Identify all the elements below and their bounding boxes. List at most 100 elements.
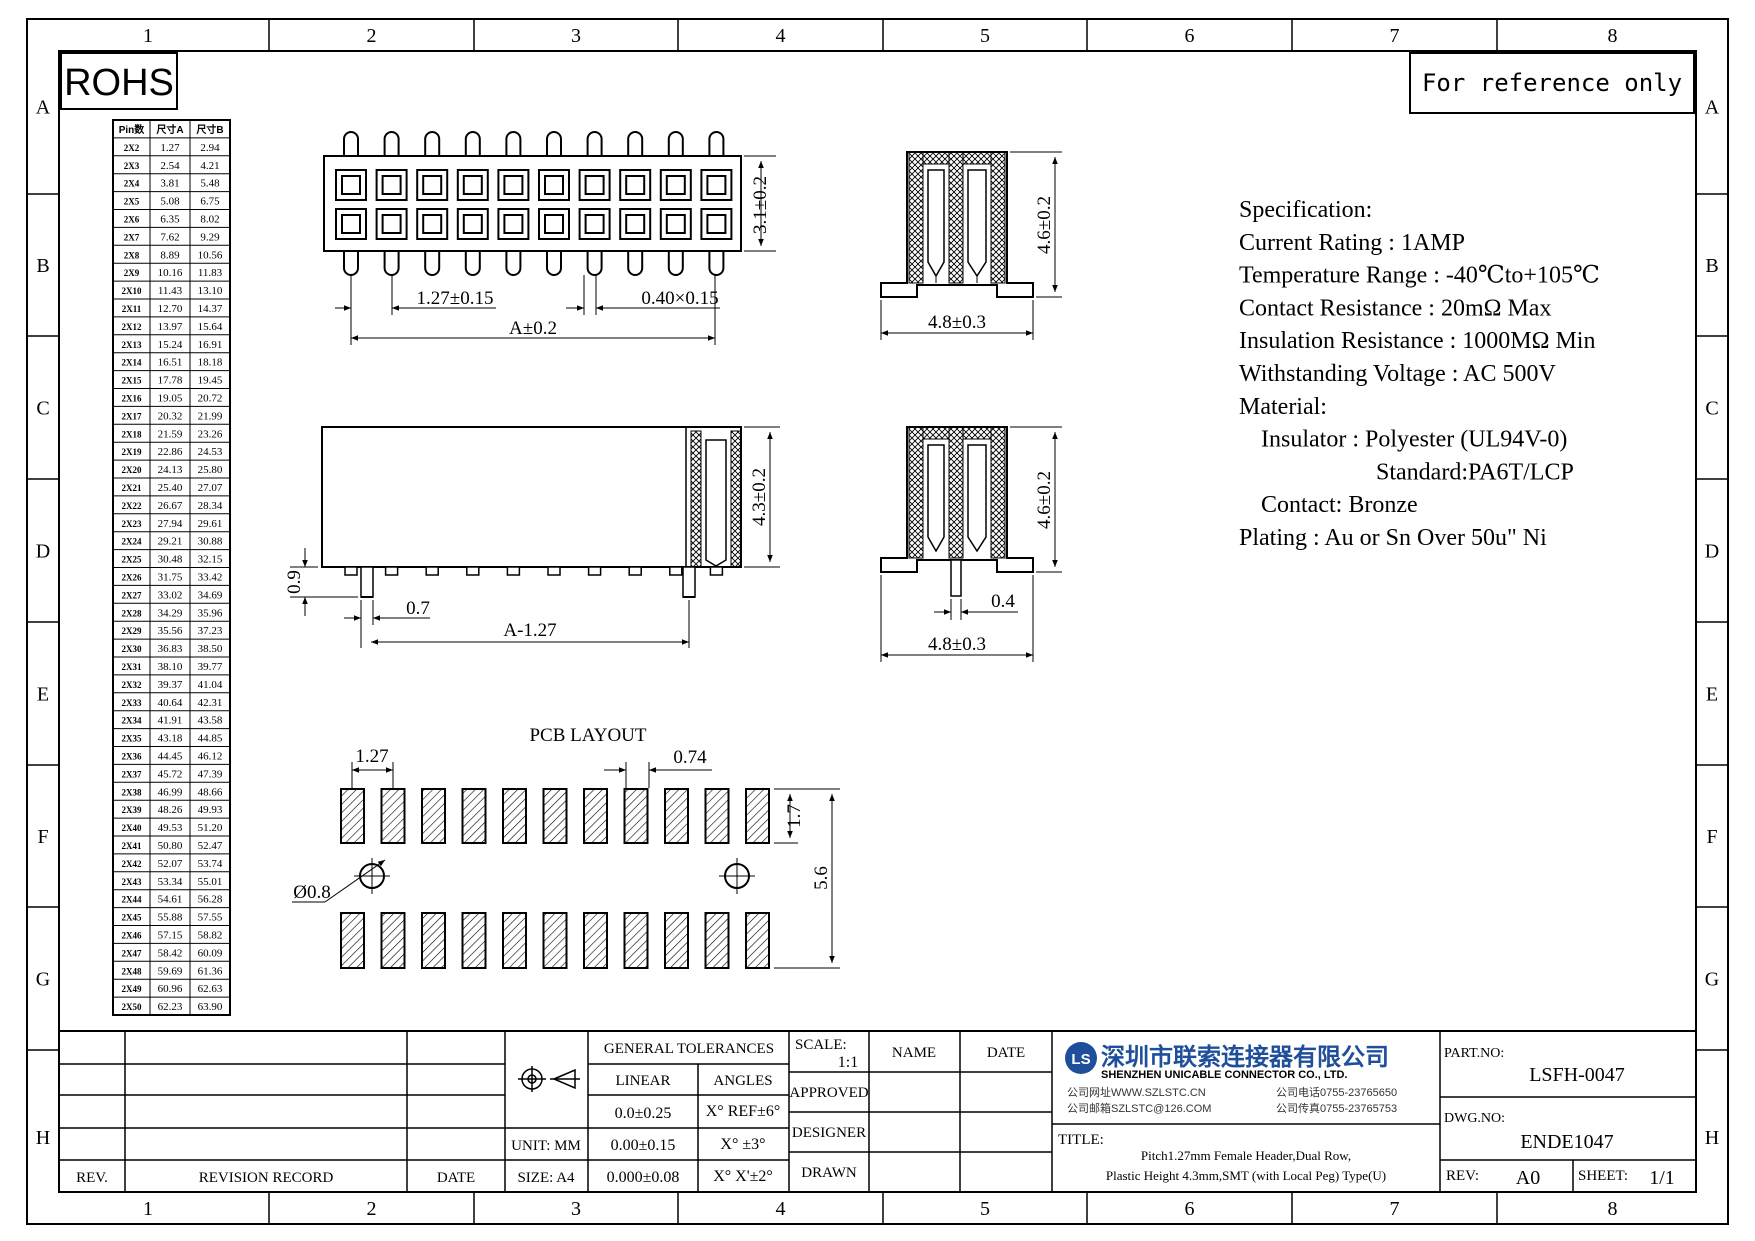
contact-cavity [497, 208, 530, 240]
table-cell: 42.31 [198, 697, 223, 709]
column-zone-label: 5 [980, 1198, 990, 1220]
pcb-row-span-label: 5.6 [811, 866, 832, 890]
table-cell: 34.69 [198, 589, 223, 601]
table-cell: 2X10 [122, 286, 142, 296]
part-no-value: LSFH-0047 [1529, 1064, 1625, 1086]
pin-top [546, 131, 562, 156]
table-cell: 55.88 [158, 912, 183, 924]
table-cell: 10.56 [198, 249, 223, 261]
tol-angle-1: X° REF±6° [706, 1103, 780, 1120]
table-cell: 8.02 [200, 214, 219, 226]
table-cell: 11.43 [158, 285, 183, 297]
pin-top [424, 131, 441, 156]
pin-top [708, 131, 725, 156]
spec-line: Current Rating : 1AMP [1239, 230, 1465, 256]
row-zone-label: H [36, 1127, 50, 1149]
pcb-pad [542, 788, 568, 844]
row-zone-label: H [1705, 1127, 1719, 1149]
table-cell: 2X42 [122, 859, 142, 869]
pin-bottom [546, 251, 562, 276]
table-cell: 2X50 [122, 1002, 142, 1012]
table-cell: 29.21 [158, 536, 183, 548]
spec-line: Withstanding Voltage : AC 500V [1239, 361, 1556, 387]
spec-line: Plating : Au or Sn Over 50u" Ni [1239, 525, 1547, 551]
table-cell: 30.48 [158, 554, 183, 566]
table-cell: 2.54 [160, 160, 180, 172]
standoff-label: 0.9 [284, 570, 305, 594]
table-cell: 2X35 [122, 734, 142, 744]
smt-lead [506, 566, 521, 576]
table-header: Pin数 [119, 123, 146, 136]
row-zone-label: B [36, 255, 49, 277]
table-cell: 49.53 [158, 822, 183, 834]
table-cell: 2X16 [122, 394, 142, 404]
table-cell: 24.53 [198, 446, 223, 458]
dwg-no-value: ENDE1047 [1520, 1131, 1613, 1153]
date-col-header: DATE [987, 1045, 1025, 1061]
contact-cavity [538, 169, 570, 201]
table-cell: 48.26 [158, 804, 183, 816]
pcb-layout: PCB LAYOUT [340, 725, 770, 969]
table-cell: 2X37 [122, 769, 142, 779]
smt-lead [344, 566, 358, 576]
pcb-pad [502, 912, 527, 969]
table-cell: 4.21 [200, 160, 219, 172]
contact-cavity [456, 169, 489, 201]
projection-symbol-icon [518, 1066, 580, 1092]
contact-cavity [416, 208, 449, 240]
spec-line: Insulation Resistance : 1000MΩ Min [1239, 328, 1595, 354]
column-zone-label: 2 [367, 25, 377, 47]
table-cell: 62.23 [158, 1001, 183, 1013]
pin-bottom [383, 251, 400, 276]
table-cell: 21.59 [158, 428, 183, 440]
table-cell: 2X26 [122, 573, 142, 583]
rohs-label: ROHS [64, 62, 174, 104]
table-cell: 2X23 [122, 519, 142, 529]
contact-cavity [416, 169, 449, 201]
scale-label: SCALE: [795, 1037, 847, 1053]
dwg-no-label: DWG.NO: [1444, 1111, 1505, 1126]
smt-lead [425, 566, 439, 576]
table-cell: 2X12 [122, 322, 142, 332]
company-name-cn: 深圳市联索连接器有限公司 [1101, 1043, 1389, 1071]
table-cell: 14.37 [198, 303, 223, 315]
pcb-pad [340, 788, 365, 844]
smt-lead [466, 566, 480, 576]
table-cell: 6.35 [160, 214, 180, 226]
spec-line: Specification: [1239, 197, 1372, 223]
table-cell: 41.04 [198, 679, 223, 691]
table-cell: 49.93 [198, 804, 223, 816]
column-zone-label: 7 [1390, 1198, 1400, 1220]
top-view-dims: 3.1±0.2 1.27±0.15 0.40×0.15 A±0.2 [335, 155, 776, 345]
pcb-pad-height-label: 1.7 [784, 804, 805, 828]
pin-top [505, 131, 522, 156]
pcb-pad-width-label: 0.74 [673, 747, 707, 768]
side-height-label: 4.6±0.2 [1034, 196, 1055, 254]
smt-lead [587, 566, 602, 576]
table-cell: 16.91 [198, 339, 223, 351]
table-cell: 33.42 [198, 572, 223, 584]
part-no-label: PART.NO: [1444, 1046, 1504, 1061]
column-zone-label: 1 [143, 25, 153, 47]
reference-box: For reference only [1409, 52, 1695, 114]
sheet-frame [26, 18, 1729, 1225]
table-cell: 13.10 [198, 285, 223, 297]
pin-bottom [505, 251, 522, 276]
table-cell: 63.90 [198, 1001, 223, 1013]
table-cell: 2X19 [122, 447, 142, 457]
table-cell: 47.39 [198, 768, 223, 780]
pin-size-label: 0.40×0.15 [641, 288, 718, 309]
smt-lead [709, 566, 724, 576]
table-cell: 37.23 [198, 625, 223, 637]
column-zone-label: 7 [1390, 25, 1400, 47]
table-cell: 27.94 [158, 518, 183, 530]
peg-offset-label: 0.7 [406, 598, 430, 619]
pcb-pad [421, 788, 446, 844]
table-cell: 51.20 [198, 822, 223, 834]
column-zone-label: 6 [1185, 1198, 1195, 1220]
contact-cavity [659, 208, 692, 240]
sheet-value: 1/1 [1649, 1167, 1675, 1189]
company-email: 公司邮箱SZLSTC@126.COM [1067, 1101, 1211, 1115]
table-cell: 31.75 [158, 572, 183, 584]
table-cell: 21.99 [198, 410, 223, 422]
